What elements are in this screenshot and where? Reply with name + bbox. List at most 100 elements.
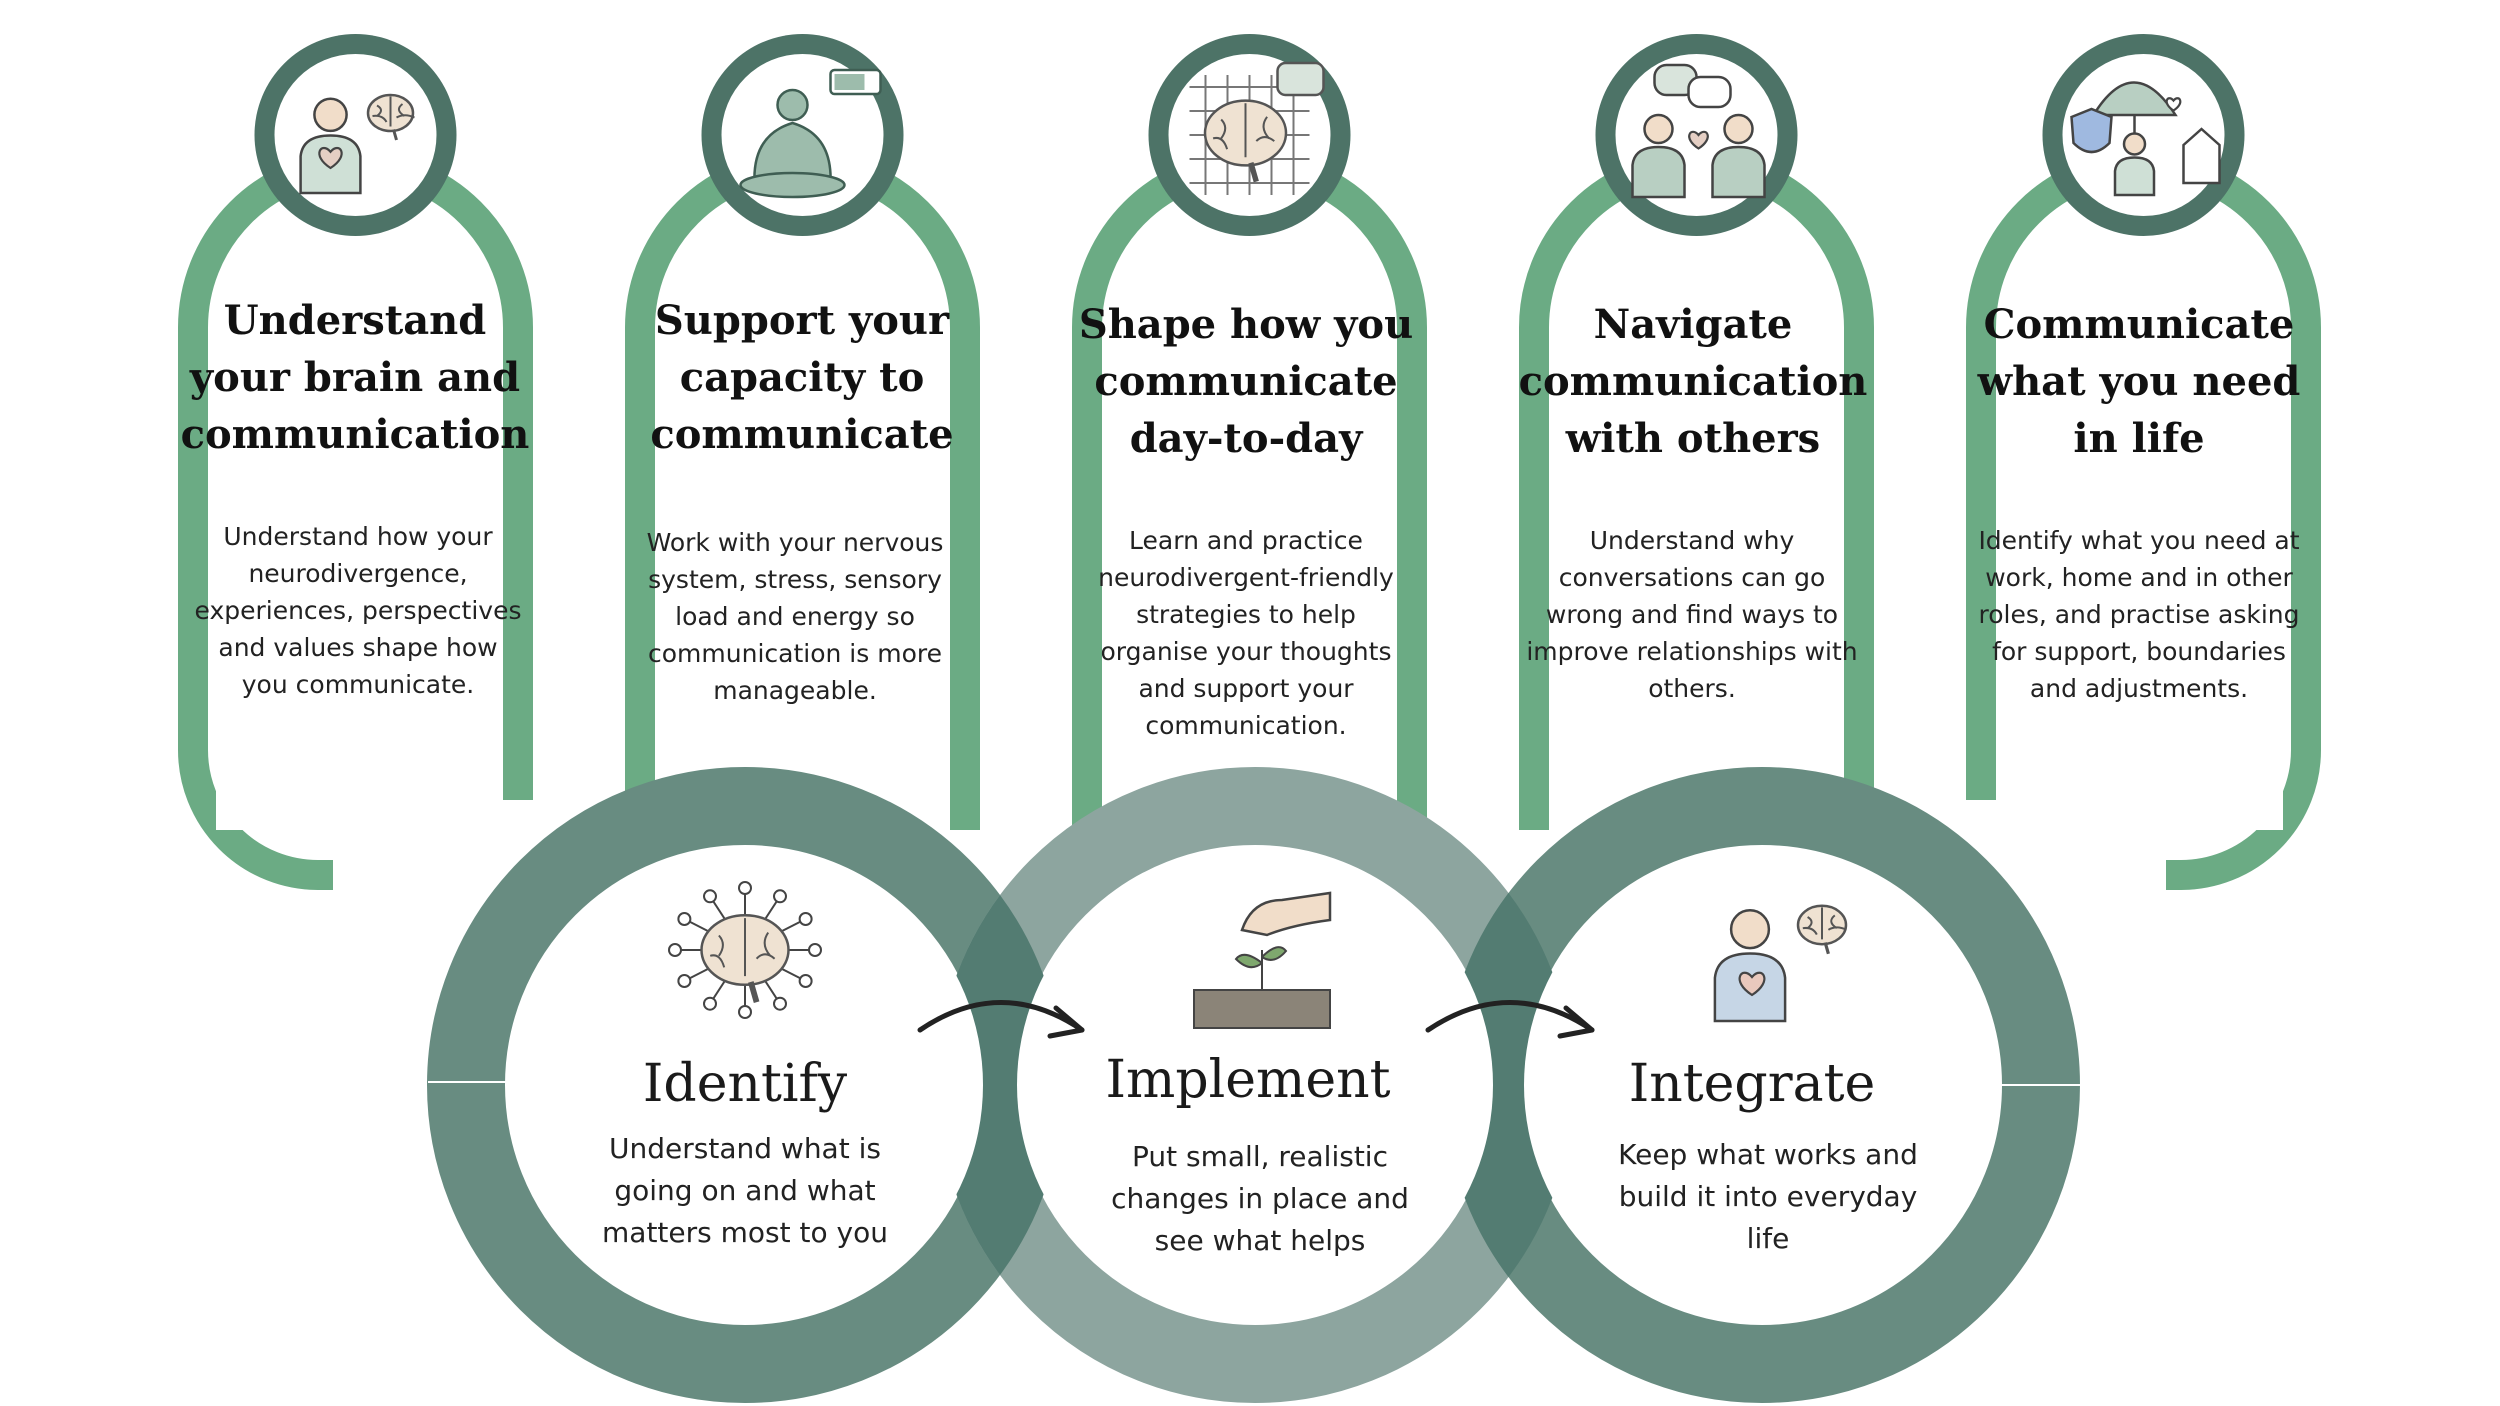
card-4-desc-line: Understand why — [1589, 526, 1795, 555]
card-3-title: Shape how you communicate day-to-day — [1056, 296, 1436, 467]
card-5-title-line: what you need — [1977, 358, 2301, 405]
card-frame-outline — [1966, 150, 2321, 890]
card-3-desc-line: organise your thoughts — [1100, 637, 1392, 666]
card-1-desc-line: and values shape how — [218, 633, 498, 662]
stage-implement-description: Put small, realistic changes in place an… — [1100, 1136, 1420, 1262]
stage-desc-line: going on and what — [614, 1174, 876, 1207]
stage-desc-line: Put small, realistic — [1132, 1140, 1388, 1173]
card-frame-outline — [178, 150, 533, 890]
card-3-title-line: Shape how you — [1078, 301, 1414, 348]
card-panel — [1557, 198, 1836, 831]
stage-rings — [427, 767, 2080, 1403]
stage-desc-line: Understand what is — [609, 1132, 881, 1165]
person-brain-heart-icon — [1713, 904, 1848, 1023]
card-2-title: Support your capacity to communicate — [612, 292, 992, 463]
card-4-description: Understand why conversations can go wron… — [1522, 522, 1862, 707]
card-1-desc-line: you communicate. — [241, 670, 475, 699]
card-3-desc-line: neurodivergent-friendly — [1098, 563, 1394, 592]
card-5-title: Communicate what you need in life — [1949, 296, 2329, 467]
card-3-desc-line: communication. — [1145, 711, 1347, 740]
stage-disc-3 — [1524, 847, 2000, 1323]
card-5-desc-line: work, home and in other — [1985, 563, 2293, 592]
stage-integrate-title: Integrate — [1628, 1054, 1876, 1114]
stage-identify-description: Understand what is going on and what mat… — [585, 1128, 905, 1254]
card-4-title-line: with others — [1565, 415, 1821, 462]
card-1-frame — [178, 34, 533, 890]
heart-icon — [318, 146, 343, 170]
card-1-desc-line: experiences, perspectives — [194, 596, 522, 625]
card-2-desc-line: manageable. — [713, 676, 877, 705]
card-5-title-line: in life — [2073, 415, 2205, 462]
card-panel — [216, 198, 495, 831]
person-brain-heart-icon — [299, 93, 415, 195]
card-1-title-line: Understand — [223, 297, 487, 344]
network-brain-icon — [668, 881, 822, 1019]
speech-bubble-icon — [1687, 75, 1732, 109]
card-5-desc-line: roles, and practise asking — [1978, 600, 2300, 629]
flow-arrows — [917, 1000, 1595, 1039]
card-2-desc-line: Work with your nervous — [646, 528, 944, 557]
stage-disc-1 — [507, 847, 983, 1323]
card-4-title: Navigate communication with others — [1503, 296, 1883, 467]
brain-icon — [1796, 904, 1848, 955]
arrow-curve — [1425, 1000, 1595, 1033]
heart-icon — [2165, 97, 2182, 112]
card-4-title-line: communication — [1518, 358, 1868, 405]
card-1-desc-line: Understand how your — [223, 522, 493, 551]
stage-integrate-description: Keep what works and build it into everyd… — [1608, 1134, 1928, 1260]
arrowhead — [1557, 1005, 1595, 1039]
brain-icon — [1203, 99, 1288, 183]
two-people-chat-icon — [1631, 63, 1766, 199]
stage-desc-line: life — [1746, 1222, 1790, 1255]
card-2-description: Work with your nervous system, stress, s… — [625, 524, 965, 709]
soil-icon — [1193, 989, 1331, 1029]
card-2-title-line: Support your — [654, 297, 950, 344]
card-4-desc-line: others. — [1648, 674, 1736, 703]
arrowhead — [1047, 1005, 1085, 1039]
person-icon — [1711, 113, 1766, 199]
card-3-frame — [1072, 34, 1427, 831]
stage-identify-title: Identify — [642, 1054, 848, 1114]
card-3-title-line: day-to-day — [1129, 415, 1363, 462]
card-4-desc-line: wrong and find ways to — [1545, 600, 1839, 629]
card-2-desc-line: system, stress, sensory — [648, 565, 942, 594]
card-1-title-line: communication — [180, 411, 530, 458]
stage-implement-title: Implement — [1105, 1050, 1391, 1110]
card-4-desc-line: conversations can go — [1558, 563, 1826, 592]
ring-overlap-2 — [1443, 893, 1573, 1277]
speech-bubble-icon — [1276, 61, 1325, 97]
meditation-battery-icon — [739, 68, 882, 199]
card-4-desc-line: improve relationships with — [1526, 637, 1858, 666]
card-2-desc-line: load and energy so — [675, 602, 915, 631]
ring-overlap-1 — [937, 895, 1063, 1275]
card-1-title: Understand your brain and communication — [165, 292, 545, 463]
hand-planting-seed-icon — [1193, 891, 1332, 1029]
brain-scaffold-icon — [1189, 61, 1325, 195]
card-2-frame — [625, 34, 980, 831]
card-4-frame — [1519, 34, 1874, 831]
stage-desc-line: matters most to you — [602, 1216, 888, 1249]
stage-disc-2 — [1017, 847, 1493, 1323]
card-2-desc-line: communication is more — [648, 639, 942, 668]
card-4-title-line: Navigate — [1593, 301, 1793, 348]
card-panel — [1110, 198, 1389, 831]
stage-desc-line: changes in place and — [1111, 1182, 1409, 1215]
card-3-desc-line: strategies to help — [1136, 600, 1356, 629]
heart-icon — [1738, 971, 1766, 997]
card-3-title-line: communicate — [1094, 358, 1398, 405]
card-5-title-line: Communicate — [1983, 301, 2295, 348]
arrow-curve — [917, 1000, 1085, 1033]
card-3-desc-line: Learn and practice — [1129, 526, 1363, 555]
card-5-desc-line: and adjustments. — [2029, 674, 2249, 703]
card-5-description: Identify what you need at work, home and… — [1969, 522, 2309, 707]
card-5-frame — [1966, 34, 2321, 890]
card-1-title-line: your brain and — [189, 354, 521, 401]
sprout-icon — [1234, 946, 1288, 990]
person-icon — [2113, 132, 2156, 197]
card-panel — [2004, 198, 2283, 831]
person-icon — [1631, 113, 1686, 199]
card-5-desc-line: for support, boundaries — [1992, 637, 2286, 666]
stage-desc-line: Keep what works and — [1618, 1138, 1918, 1171]
